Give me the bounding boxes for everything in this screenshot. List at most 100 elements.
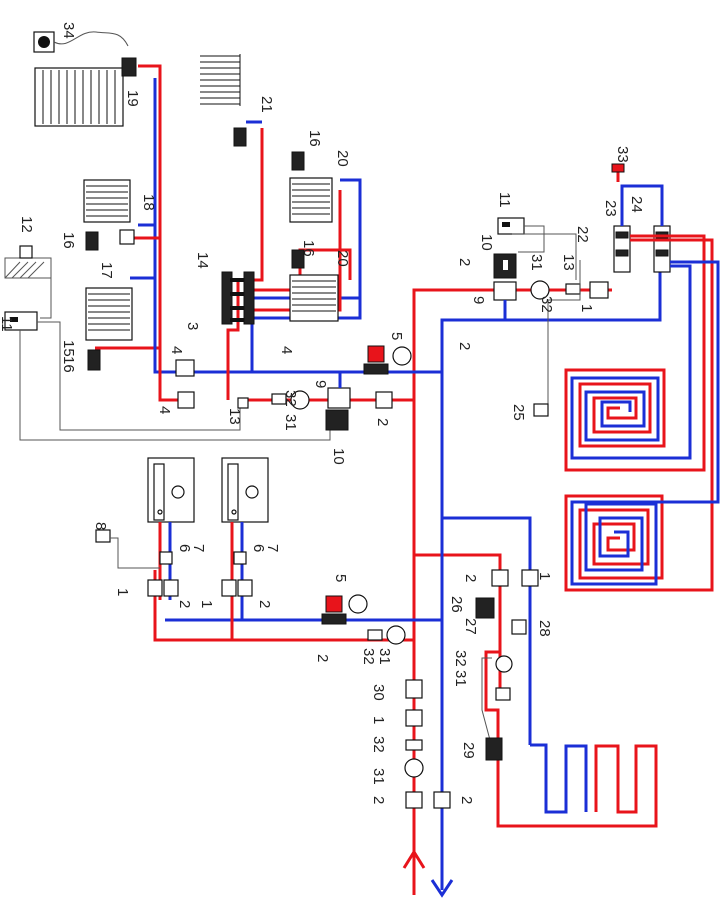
balancing-valve-5-upper [363, 345, 412, 375]
reference-labels: 34 19 21 16 20 16 20 18 16 17 14 12 11 1… [0, 22, 645, 804]
label-16-b: 16 [300, 240, 317, 257]
radiator-branch-left [95, 64, 190, 402]
sensor-13-left [237, 397, 249, 409]
panel-radiator-20-lower [289, 249, 339, 322]
label-11-a: 11 [0, 316, 15, 332]
label-11-b: 11 [496, 192, 513, 208]
pump-31-lower-left [367, 625, 406, 645]
room-thermostat-34 [33, 31, 129, 53]
label-1-e: 1 [536, 572, 553, 580]
strainer-4 [175, 359, 195, 409]
radiator-manifold-14 [221, 128, 362, 400]
label-26: 26 [448, 596, 465, 613]
label-1-a: 1 [578, 304, 595, 312]
towel-radiator-19 [34, 57, 137, 127]
floor-loop-lower [564, 238, 720, 592]
label-10-b: 10 [478, 234, 495, 251]
label-1-c: 1 [198, 600, 215, 608]
label-31-d: 31 [370, 768, 387, 785]
label-31-c: 31 [376, 648, 393, 665]
label-27: 27 [462, 618, 479, 635]
label-2-a: 2 [374, 418, 391, 426]
label-25: 25 [510, 404, 527, 421]
label-2-g: 2 [370, 796, 387, 804]
controller-11-right [497, 217, 577, 280]
label-17: 17 [98, 262, 115, 279]
label-24: 24 [628, 196, 645, 213]
label-3: 3 [184, 322, 201, 330]
pump-31-left [271, 390, 310, 410]
label-4-c: 4 [156, 406, 173, 414]
label-7-b: 7 [264, 544, 281, 552]
label-14: 14 [194, 252, 211, 269]
label-31-a: 31 [282, 414, 299, 431]
label-20-b: 20 [334, 250, 351, 267]
label-6-a: 6 [176, 544, 193, 552]
label-32-a: 32 [282, 390, 299, 407]
label-9-b: 9 [470, 296, 487, 304]
label-16-a: 16 [306, 130, 323, 147]
mixing-valve-9-left [325, 372, 351, 431]
label-2-b: 2 [456, 258, 473, 266]
label-18: 18 [140, 194, 157, 211]
label-2-h: 2 [458, 796, 475, 804]
label-33: 33 [614, 146, 631, 163]
label-7-a: 7 [190, 544, 207, 552]
supply-line-devices [404, 679, 451, 809]
label-4-a: 4 [168, 346, 185, 354]
return-outlet-arrow-icon [430, 855, 454, 898]
label-2-e: 2 [256, 600, 273, 608]
pump-31-right [530, 280, 581, 300]
label-32-c: 32 [360, 648, 377, 665]
label-16-c: 16 [60, 232, 77, 249]
label-15: 15 [60, 340, 77, 357]
label-13-b: 13 [560, 254, 577, 271]
label-20-a: 20 [334, 150, 351, 167]
label-5-b: 5 [332, 574, 349, 582]
label-19: 19 [124, 90, 141, 107]
supply-inlet-arrow-icon [402, 849, 426, 895]
panel-radiator-18 [83, 179, 135, 251]
panel-radiator-15 [85, 287, 133, 371]
label-2-f: 2 [314, 654, 331, 662]
controller-11-left [4, 311, 331, 441]
sensor-wire-25 [533, 260, 581, 417]
balancing-valve-5-lower [321, 594, 368, 625]
valve-1-right [589, 281, 609, 299]
label-5-a: 5 [388, 332, 405, 340]
label-32-e: 32 [452, 650, 469, 667]
label-31-e: 31 [452, 670, 469, 687]
label-32-d: 32 [370, 736, 387, 753]
label-6-b: 6 [250, 544, 267, 552]
radiator-21 [200, 54, 262, 147]
panel-radiator-20-upper [289, 151, 333, 223]
dhw-loop [475, 569, 658, 828]
label-22: 22 [574, 226, 591, 243]
label-8: 8 [92, 522, 109, 530]
label-2-d: 2 [176, 600, 193, 608]
floor-manifold-24 [611, 163, 671, 273]
label-32-b: 32 [538, 296, 555, 313]
label-1-d: 1 [370, 716, 387, 724]
boiler-upper [147, 457, 195, 600]
label-1-b: 1 [114, 588, 131, 596]
label-10-a: 10 [330, 448, 347, 465]
label-2-i: 2 [462, 574, 479, 582]
outdoor-sensor-12 [4, 245, 52, 319]
floor-loop-upper [564, 234, 706, 472]
boiler-valves [147, 551, 253, 597]
label-29: 29 [460, 742, 477, 759]
mixing-valve-9-right [493, 253, 517, 320]
label-28: 28 [536, 620, 553, 637]
boiler-lower [221, 457, 269, 640]
label-9-a: 9 [312, 380, 329, 388]
label-2-c: 2 [456, 342, 473, 350]
label-21: 21 [258, 96, 275, 113]
controller-8 [95, 529, 160, 569]
label-16-d: 16 [60, 356, 77, 373]
label-12: 12 [18, 216, 35, 233]
label-13-a: 13 [226, 408, 243, 425]
label-23: 23 [602, 200, 619, 217]
label-34: 34 [60, 22, 77, 39]
